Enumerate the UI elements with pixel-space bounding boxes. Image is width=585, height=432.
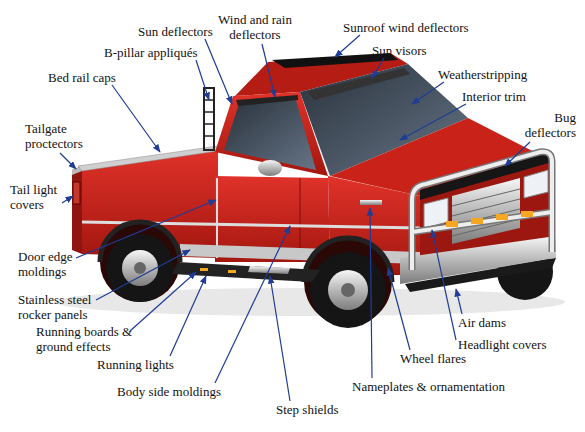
leader-line [456,289,462,314]
leader-line [112,85,160,152]
leader-line [76,200,216,258]
leader-line [400,104,466,140]
leader-line [262,44,275,97]
tailgate [72,166,82,254]
leader-line [372,58,384,78]
part-label: Sunroof wind deflectors [343,20,469,35]
part-label: Interior trim [462,89,526,104]
front-hub [341,283,355,297]
rear-tire [106,234,174,302]
part-label: Wind and rain deflectors [212,12,298,42]
leader-line [412,82,444,104]
leader-line [130,272,196,331]
part-label: Running lights [97,357,174,372]
fog-light [446,221,458,227]
leader-line [388,268,410,350]
tail-light [73,182,80,204]
leader-line [335,35,360,57]
b-pillar-rack [204,88,214,150]
side-window [224,100,316,170]
part-label: Door edge moldings [18,249,80,279]
part-label: Bug deflectors [512,110,576,140]
part-label: Sun visors [372,43,427,58]
bug-deflector [420,152,552,200]
part-label: Tail light covers [10,182,66,212]
rear-hub [134,262,146,274]
part-label: Air dams [458,315,506,330]
leader-line [96,250,190,300]
nameplate [360,200,382,205]
part-label: Bed rail caps [48,70,116,85]
leader-line [215,226,290,383]
bed-rail-cap [78,146,218,171]
front-rim [328,270,368,310]
fog-light [521,211,533,217]
fog-light [471,218,483,224]
grille-guard [412,152,552,270]
part-label: Sun deflectors [138,24,213,39]
window-deflector [236,95,298,106]
leader-line [62,196,73,203]
part-label: B-pillar appliqués [104,45,198,60]
leader-line [370,208,372,378]
leader-line [170,276,206,356]
headlight-far [524,170,548,198]
leader-line [270,276,290,401]
fog-light [496,214,508,220]
running-board [172,262,320,282]
part-label: Stainless steel rocker panels [18,292,104,322]
part-label: Tailgate proctectors [25,121,87,151]
grille-bars [452,189,520,236]
part-label: Headlight covers [458,337,546,352]
part-label: Body side moldings [117,384,221,399]
air-dam [405,258,556,292]
headlight [424,198,448,228]
part-label: Step shields [276,402,338,417]
part-label: Running boards & ground effects [36,324,144,354]
rack-bars [204,100,214,136]
leader-line [205,39,232,104]
running-light [200,268,208,271]
front-tire [310,252,386,328]
running-light [228,270,236,273]
grille [452,178,520,244]
sun-visor [308,68,410,100]
leader-line [60,153,76,169]
truck [55,53,565,328]
part-label: Nameplates & ornamentation [352,379,505,394]
part-label: Wheel flares [400,351,466,366]
leader-line [432,230,456,340]
part-label: Weatherstripping [438,67,527,82]
leader-line [505,142,530,166]
leader-line [196,60,209,100]
mirror [258,160,282,176]
grille-guard-shadow [412,152,552,270]
rear-rim [122,250,158,286]
